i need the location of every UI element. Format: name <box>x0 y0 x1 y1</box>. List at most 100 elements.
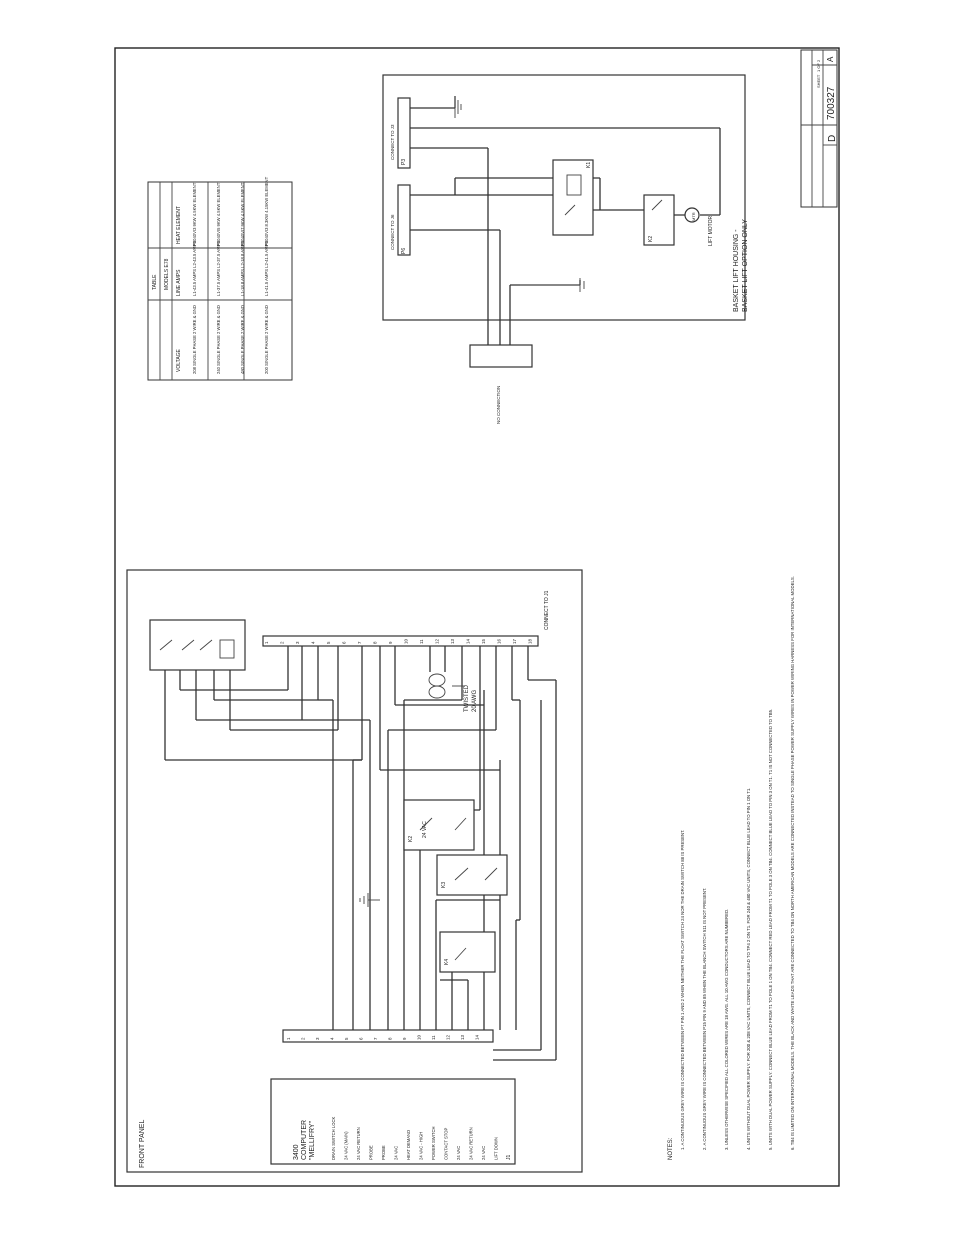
lift-motor <box>684 207 700 223</box>
lift-relay-k1-label: K1 <box>586 162 592 168</box>
header-pin-number: 8 <box>388 1037 393 1040</box>
j1-pin-number: 3 <box>295 641 300 644</box>
basket-lift-label-2: BASKET LIFT OPTION ONLY <box>742 219 749 312</box>
panel-wires <box>164 640 557 1061</box>
basket-lift-label-1: BASKET LIFT HOUSING - <box>733 229 740 312</box>
j1-pin-number: 12 <box>435 638 440 644</box>
header-pin-number: 7 <box>373 1037 378 1040</box>
controller-name: COMPUTER <box>301 1120 308 1160</box>
controller-pin-label: 24 VAC - HIGH <box>419 1132 424 1160</box>
controller-pin-label: CONTACT STOP <box>444 1127 449 1160</box>
front-panel-label: FRONT PANEL <box>139 1120 146 1168</box>
table-header-voltage: VOLTAGE <box>176 348 182 372</box>
j1-pin-number: 18 <box>528 638 533 644</box>
table-title: TABLE <box>152 274 158 290</box>
table-header-amps: LINE AMPS <box>176 269 182 296</box>
table-cell-element: P0040VI3 9KW 4.5KW ELEMENT <box>192 182 197 246</box>
j1-pin-number: 13 <box>450 638 455 644</box>
controller-pin-label: 24 VAC <box>394 1146 399 1160</box>
note-item: 3. UNLESS OTHERWISE SPECIFIED ALL COLORE… <box>724 909 729 1150</box>
relay-k4-box <box>439 931 496 973</box>
table-subtitle: MODELS E78 <box>164 258 170 290</box>
header-pin-number: 6 <box>359 1037 364 1040</box>
sheet-border <box>114 47 840 1187</box>
j1-pin-number: 9 <box>388 641 393 644</box>
header-pin-number: 5 <box>344 1037 349 1040</box>
plug-p3 <box>397 97 411 169</box>
relay-k1-box <box>149 619 246 671</box>
controller-pin-label: PROBE <box>369 1145 374 1160</box>
table-cell-voltage: 240 SINGLE PHASE 2 WIRE & GND <box>216 305 221 374</box>
plug-p3-label: P3 <box>401 159 407 165</box>
table-cell-amps: L1-18.8 AMPS L2-18.8 AMPS <box>240 241 245 296</box>
j1-pin-number: 1 <box>264 641 269 644</box>
controller-pin-label: 24 VAC (MAIN) <box>344 1131 349 1160</box>
header-pin-number: 3 <box>315 1037 320 1040</box>
notes-list: 1. A CONTINUOUS GREY WIRE IS CONNECTED B… <box>680 576 795 1150</box>
j1-pin-number: 6 <box>342 641 347 644</box>
table-cell-amps: L1-41.5 AMPS L2-41.5 AMPS <box>264 241 269 296</box>
note-item: 2. A CONTINUOUS GREY WIRE IS CONNECTED B… <box>702 888 707 1150</box>
coil-label: 24 VAC <box>422 821 428 838</box>
table-cell-voltage: 480 SINGLE PHASE 2 WIRE & GND <box>240 305 245 374</box>
table-cell-voltage: 200 SINGLE PHASE 2 WIRE & GND <box>264 305 269 374</box>
controller-pin-label: 24 VAC RETURN <box>469 1127 474 1160</box>
no-connection-label: NO CONNECTION <box>496 386 501 424</box>
note-item: 4. UNITS WITHOUT DUAL POWER SUPPLY: FOR … <box>746 788 751 1150</box>
table-cell-element: P0040VI7 9KW 4.5KW ELEMENT <box>240 182 245 246</box>
lift-motor-label: LIFT MOTOR <box>708 216 714 246</box>
twisted-label: TWISTED <box>464 684 470 712</box>
header-pin-number: 4 <box>330 1037 335 1040</box>
notes-heading: NOTES: <box>668 1137 674 1160</box>
header-pin-number: 13 <box>460 1034 465 1040</box>
plug-p6-label: P6 <box>401 248 407 254</box>
front-panel-frame <box>126 569 583 1173</box>
plug-p6 <box>397 184 411 256</box>
connector-j1-label: CONNECT TO J1 <box>544 590 550 630</box>
lift-relay-k1 <box>552 159 594 236</box>
header-pin-number: 9 <box>402 1037 407 1040</box>
j1-pin-number: 4 <box>311 641 316 644</box>
drawing-size: D <box>827 135 838 142</box>
drawing-number: 700327 <box>826 86 837 120</box>
lift-motor-symbol: MTR <box>691 212 696 221</box>
lift-relay-contacts <box>564 174 663 216</box>
relay-k3-label: K3 <box>441 882 447 888</box>
ratings-table <box>147 181 293 381</box>
j1-pin-number: 10 <box>404 638 409 644</box>
twisted-pair-symbol <box>428 673 465 699</box>
table-cell-element: P0040VI5 9KW 4.5KW ELEMENT <box>216 182 221 246</box>
relay-k3-box <box>436 854 508 896</box>
controller-pin-label: 24 VAC <box>481 1146 486 1160</box>
sheet-value: 1 OF 2 <box>816 59 821 72</box>
lift-ground-1 <box>454 96 462 118</box>
relay-k2-label: K2 <box>408 836 414 842</box>
no-connection-block <box>469 344 533 368</box>
relay-k2-box <box>403 799 475 851</box>
connector-j1-strip <box>262 635 539 647</box>
controller-model: 3400 <box>293 1144 300 1160</box>
header-pin-number: 14 <box>475 1034 480 1040</box>
j1-pin-number: 17 <box>512 638 517 644</box>
table-cell-element: P0040VI3 8.3KW 4.15KW ELEMENT <box>264 176 269 246</box>
j1-pin-number: 14 <box>466 638 471 644</box>
title-block <box>800 49 838 208</box>
sheet-label: SHEET <box>816 74 821 88</box>
controller-box <box>270 1078 516 1165</box>
controller-subname: "MELLIFRY" <box>309 1120 316 1160</box>
controller-pin-label: 24 VAC <box>456 1146 461 1160</box>
j1-pin-number: 15 <box>481 638 486 644</box>
connect-j6-label: CONNECT TO J6 <box>390 214 395 250</box>
controller-connector-label: J1 <box>506 1155 512 1161</box>
j1-pin-number: 16 <box>497 638 502 644</box>
note-item: 6. TB4 IS LIMITED ON INTERNATIONAL MODEL… <box>790 576 795 1150</box>
note-item: 1. A CONTINUOUS GREY WIRE IS CONNECTED B… <box>680 830 685 1151</box>
relay-k4-label: K4 <box>444 959 450 965</box>
table-header-element: HEAT ELEMENT <box>176 206 182 244</box>
relay-contacts <box>159 639 498 961</box>
j1-pin-number: 11 <box>419 639 424 644</box>
